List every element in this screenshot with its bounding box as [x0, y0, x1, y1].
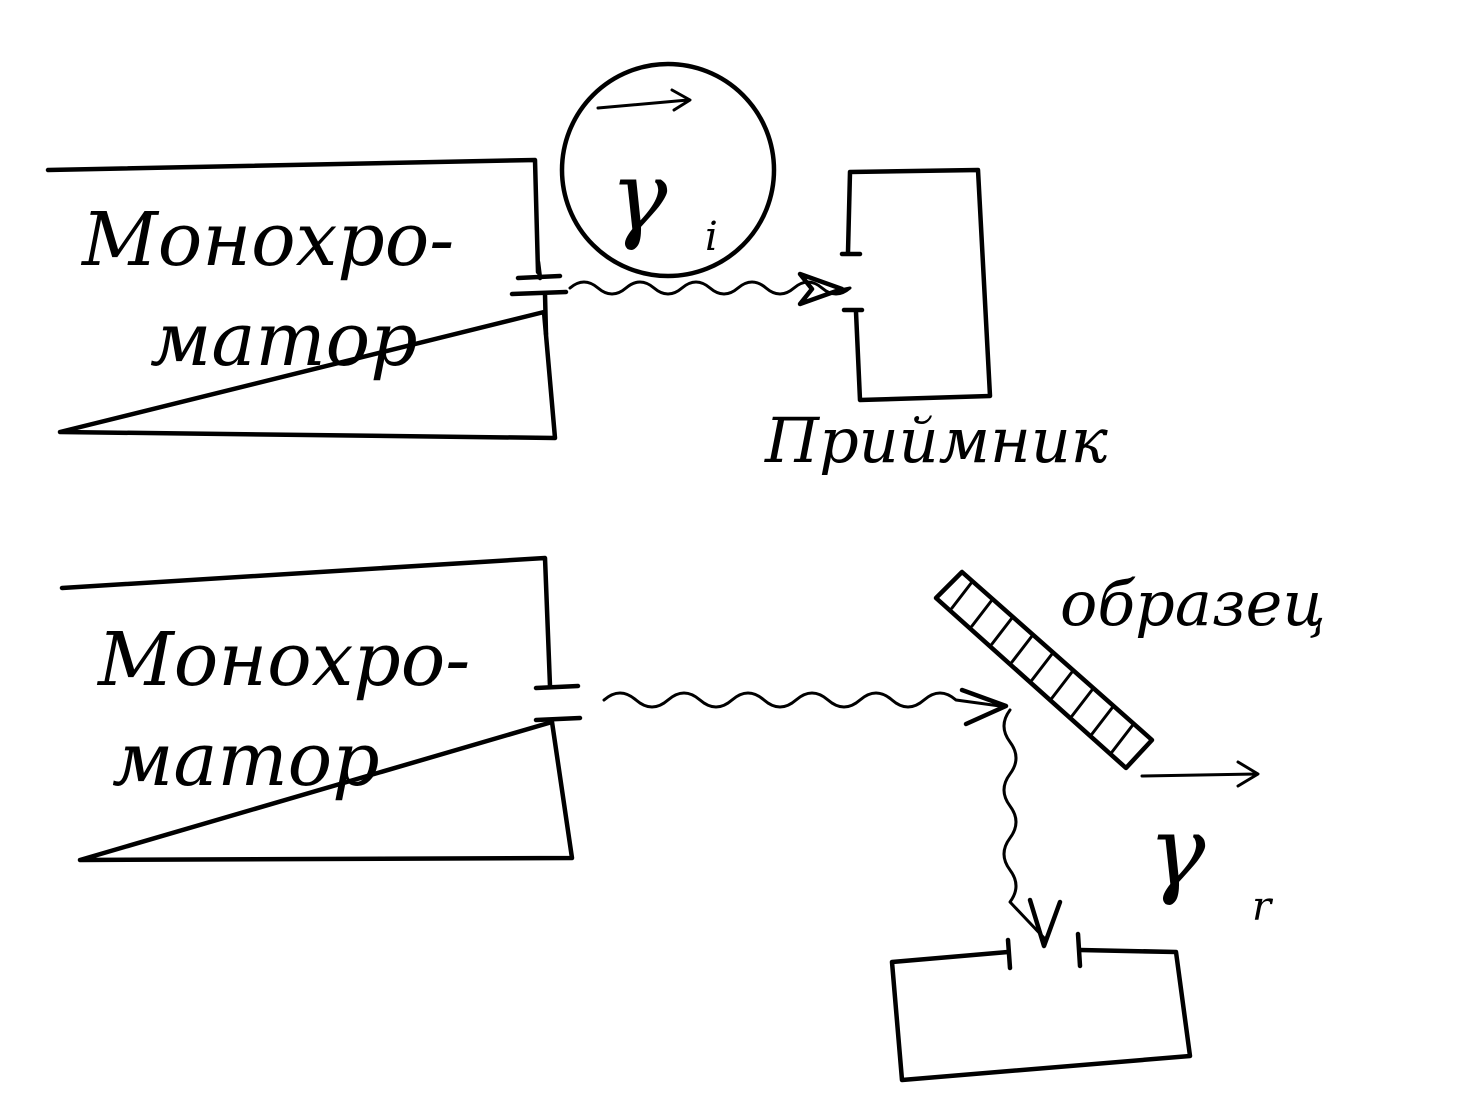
top-monochromator-label-line2: матор	[150, 297, 418, 383]
bottom-detector-box	[889, 947, 1193, 1083]
top-monochromator-slit	[509, 259, 569, 337]
receiver-box	[845, 167, 993, 403]
reflected-photon-subscript: r	[1252, 884, 1274, 930]
bottom-incident-beam	[602, 691, 1002, 709]
top-setup: Монохро- матор γ i Приймник	[45, 61, 1109, 477]
bottom-detector-slit	[1005, 931, 1083, 971]
bottom-monochromator-label-line1: Монохро-	[96, 617, 470, 703]
sample-slab	[933, 569, 1155, 771]
sample-label: образец	[1060, 567, 1326, 640]
reflected-photon-vector-arrow	[1140, 760, 1260, 788]
scattered-beam	[1002, 708, 1048, 942]
bottom-monochromator-label-line2: матор	[112, 717, 380, 803]
receiver-slit	[839, 251, 865, 313]
top-monochromator-label-line1: Монохро-	[80, 197, 454, 283]
top-monochromator-box	[45, 157, 558, 441]
incident-photon-vector-arrow	[596, 88, 692, 112]
top-beam-arrowhead	[797, 271, 845, 307]
incident-photon-symbol: γ	[610, 141, 668, 253]
bottom-monochromator-box	[59, 555, 575, 863]
reflected-photon-symbol: γ	[1148, 796, 1206, 908]
receiver-label: Приймник	[764, 404, 1109, 477]
incident-photon-subscript: i	[705, 214, 718, 260]
bottom-setup: Монохро- матор образец γ r	[59, 555, 1326, 1083]
bottom-beam-arrowhead	[959, 687, 1009, 727]
scattered-beam-arrowhead	[1027, 897, 1063, 949]
incident-photon-circle	[559, 61, 777, 279]
bottom-monochromator-slit	[533, 683, 583, 723]
